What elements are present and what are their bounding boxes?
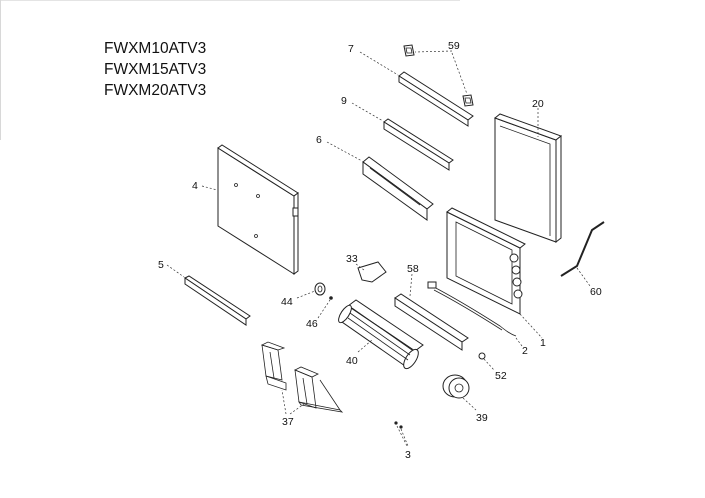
label-part-60: 60 (590, 286, 602, 298)
part-39-motor (442, 374, 477, 411)
label-part-7: 7 (348, 43, 354, 55)
model-name: FWXM10ATV3 (104, 40, 207, 57)
label-part-3: 3 (405, 449, 411, 461)
part-20-panel (493, 108, 563, 244)
label-part-5: 5 (158, 259, 164, 271)
part-7-rail (359, 51, 474, 127)
part-33-bracket (355, 261, 387, 283)
label-part-9: 9 (341, 95, 347, 107)
part-60-rod (560, 221, 605, 287)
label-part-40: 40 (346, 355, 358, 367)
part-58-drain-strip (394, 273, 469, 351)
label-part-52: 52 (495, 370, 507, 382)
label-part-37: 37 (282, 416, 294, 428)
part-59-clips (403, 44, 474, 107)
label-part-6: 6 (316, 134, 322, 146)
part-4-side-plate (201, 144, 299, 275)
label-part-39: 39 (476, 412, 488, 424)
part-37-brackets (260, 341, 344, 415)
label-part-20: 20 (532, 98, 544, 110)
model-name: FWXM20ATV3 (104, 82, 207, 99)
label-part-33: 33 (346, 253, 358, 265)
label-part-44: 44 (281, 296, 293, 308)
label-part-58: 58 (407, 263, 419, 275)
part-52-washer (478, 352, 495, 371)
label-part-4: 4 (192, 180, 198, 192)
model-list: FWXM10ATV3 FWXM15ATV3 FWXM20ATV3 (104, 38, 206, 101)
label-part-2: 2 (522, 345, 528, 357)
label-part-46: 46 (306, 318, 318, 330)
left-border-line (0, 0, 1, 140)
part-6-rail (326, 141, 434, 221)
part-40-fan-rotor (338, 299, 424, 370)
part-9-bar (351, 102, 454, 171)
part-5-strip (166, 264, 251, 326)
label-part-1: 1 (540, 337, 546, 349)
part-2-pipe (427, 281, 523, 347)
top-border-line (0, 0, 460, 1)
label-part-59: 59 (448, 40, 460, 52)
model-name: FWXM15ATV3 (104, 61, 207, 78)
part-3-screws (394, 421, 409, 447)
part-44-bushing (296, 282, 326, 299)
part-1-coil-frame (446, 207, 543, 339)
part-46-screw (317, 296, 333, 319)
